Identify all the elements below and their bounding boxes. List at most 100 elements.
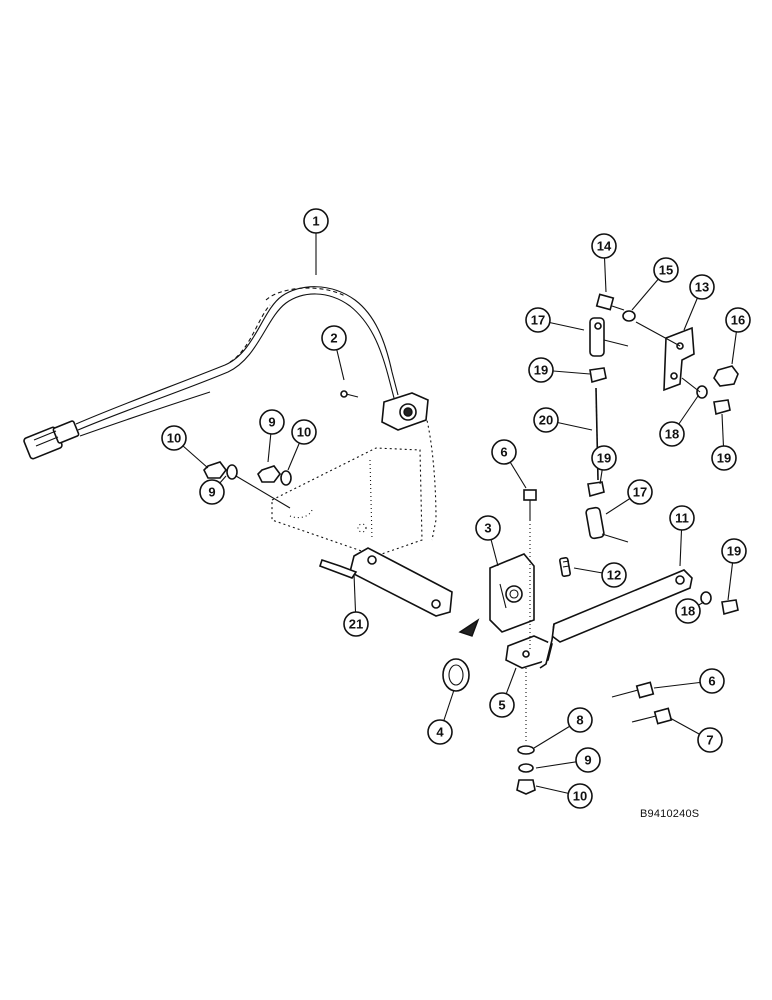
washer-part-4 [442, 618, 480, 692]
nut-part-19-right [713, 399, 731, 416]
callout-17: 17 [525, 307, 551, 333]
callout-label: 16 [731, 313, 745, 328]
callout-16: 16 [725, 307, 751, 333]
lower-fastener-stack [516, 668, 536, 795]
callout-18: 18 [659, 421, 685, 447]
nut-part-19-mid [587, 481, 605, 498]
callout-circle [669, 505, 695, 531]
callout-label: 1 [312, 214, 319, 229]
callout-18: 18 [675, 598, 701, 624]
bolt-part-14 [595, 293, 625, 311]
callout-circle [303, 208, 329, 234]
leader-lines [173, 221, 739, 797]
callout-circle [475, 515, 501, 541]
callout-group: 1210910963214589107612111819171920191714… [161, 208, 751, 809]
callout-circle [725, 307, 751, 333]
callout-label: 20 [539, 413, 553, 428]
callout-label: 9 [268, 415, 275, 430]
callout-label: 5 [498, 698, 505, 713]
callout-label: 8 [576, 713, 583, 728]
callout-label: 19 [727, 544, 741, 559]
callout-label: 18 [665, 427, 679, 442]
callout-1: 1 [303, 208, 329, 234]
callout-label: 10 [167, 431, 181, 446]
callout-circle [199, 479, 225, 505]
harness-connector [23, 420, 80, 460]
callout-circle [675, 598, 701, 624]
pivot-bracket-part-5 [505, 635, 553, 669]
callout-6: 6 [699, 668, 725, 694]
bolt-part-7 [631, 707, 673, 725]
drawing-code: B9410240S [640, 808, 700, 820]
callout-7: 7 [697, 727, 723, 753]
callout-6: 6 [491, 439, 517, 465]
callout-circle [689, 274, 715, 300]
washer-part-18-lower [700, 591, 712, 605]
callout-circle [699, 668, 725, 694]
callout-15: 15 [653, 257, 679, 283]
callout-label: 13 [695, 280, 709, 295]
callout-circle [627, 479, 653, 505]
callout-circle [161, 425, 187, 451]
callout-label: 17 [633, 485, 647, 500]
arm-part-21 [318, 547, 453, 617]
callout-17: 17 [627, 479, 653, 505]
callout-9: 9 [259, 409, 285, 435]
callout-5: 5 [489, 692, 515, 718]
callout-label: 4 [436, 725, 444, 740]
callout-2: 2 [321, 325, 347, 351]
callout-circle [575, 747, 601, 773]
callout-circle [291, 419, 317, 445]
callout-label: 12 [607, 568, 621, 583]
callout-10: 10 [161, 425, 187, 451]
callout-circle [489, 692, 515, 718]
callout-10: 10 [567, 783, 593, 809]
callout-circle [343, 611, 369, 637]
nut-part-19-lower [721, 599, 739, 616]
callout-circle [528, 357, 554, 383]
callout-20: 20 [533, 407, 559, 433]
callout-label: 21 [349, 617, 363, 632]
callout-circle [525, 307, 551, 333]
callout-3: 3 [475, 515, 501, 541]
callout-circle [659, 421, 685, 447]
callout-circle [533, 407, 559, 433]
callout-10: 10 [291, 419, 317, 445]
callout-circle [653, 257, 679, 283]
callout-8: 8 [567, 707, 593, 733]
callout-circle [697, 727, 723, 753]
washer-part-18-upper [696, 385, 708, 399]
callout-circle [591, 445, 617, 471]
callout-label: 14 [597, 239, 612, 254]
callout-circle [321, 325, 347, 351]
rod-end-part-17-upper [589, 317, 629, 357]
callout-label: 6 [708, 674, 715, 689]
callout-label: 19 [717, 451, 731, 466]
sensor-assembly [381, 392, 437, 541]
callout-label: 18 [681, 604, 695, 619]
upper-bracket-part-13 [663, 326, 695, 392]
callout-14: 14 [591, 233, 617, 259]
callout-9: 9 [199, 479, 225, 505]
bolt-part-6-lower [611, 681, 655, 699]
arm-part-11 [539, 569, 693, 669]
rod-end-part-17-lower [585, 506, 629, 543]
callout-4: 4 [427, 719, 453, 745]
callout-circle [721, 538, 747, 564]
callout-label: 10 [297, 425, 311, 440]
callout-19: 19 [721, 538, 747, 564]
callout-circle [567, 783, 593, 809]
callout-label: 19 [597, 451, 611, 466]
callout-label: 9 [208, 485, 215, 500]
callout-circle [259, 409, 285, 435]
callout-circle [711, 445, 737, 471]
callout-label: 19 [534, 363, 548, 378]
callout-label: 7 [706, 733, 713, 748]
callout-19: 19 [711, 445, 737, 471]
callout-12: 12 [601, 562, 627, 588]
mounting-plate-outline [271, 447, 423, 557]
callout-label: 10 [573, 789, 587, 804]
spring-pin-part-12 [559, 556, 571, 578]
callout-19: 19 [591, 445, 617, 471]
